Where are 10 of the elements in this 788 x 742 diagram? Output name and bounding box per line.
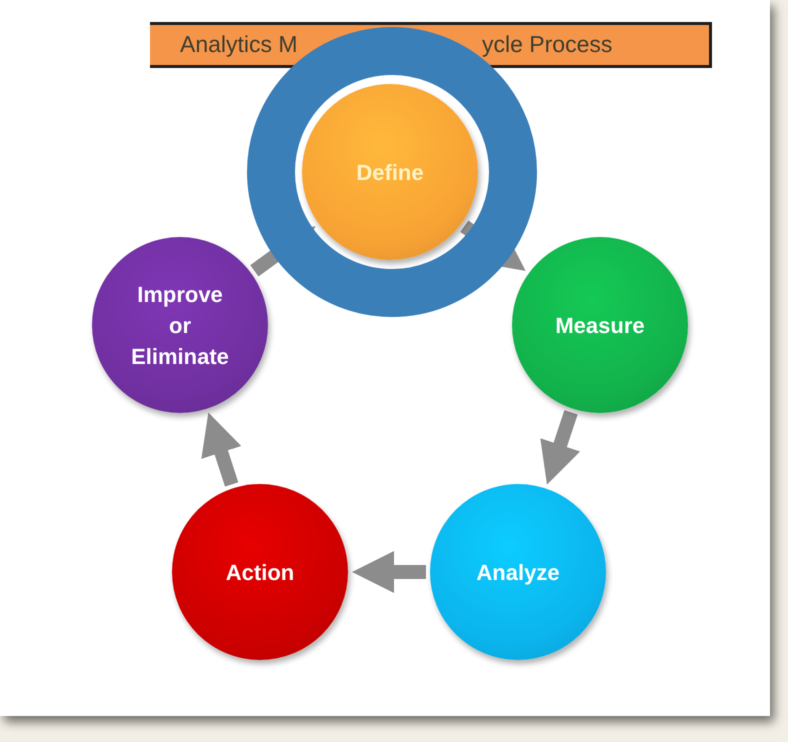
block-arrow xyxy=(201,412,242,487)
title-text: ycle Process xyxy=(482,31,612,58)
step-label: Action xyxy=(226,558,294,586)
title-text: Analytics M xyxy=(180,31,298,58)
block-arrow xyxy=(352,551,426,593)
block-arrow xyxy=(540,410,580,485)
step-label: Analyze xyxy=(476,558,560,587)
step-label: Measure xyxy=(555,312,645,340)
step-label: Improve or Eliminate xyxy=(130,280,230,370)
step-label: Define xyxy=(356,158,424,186)
